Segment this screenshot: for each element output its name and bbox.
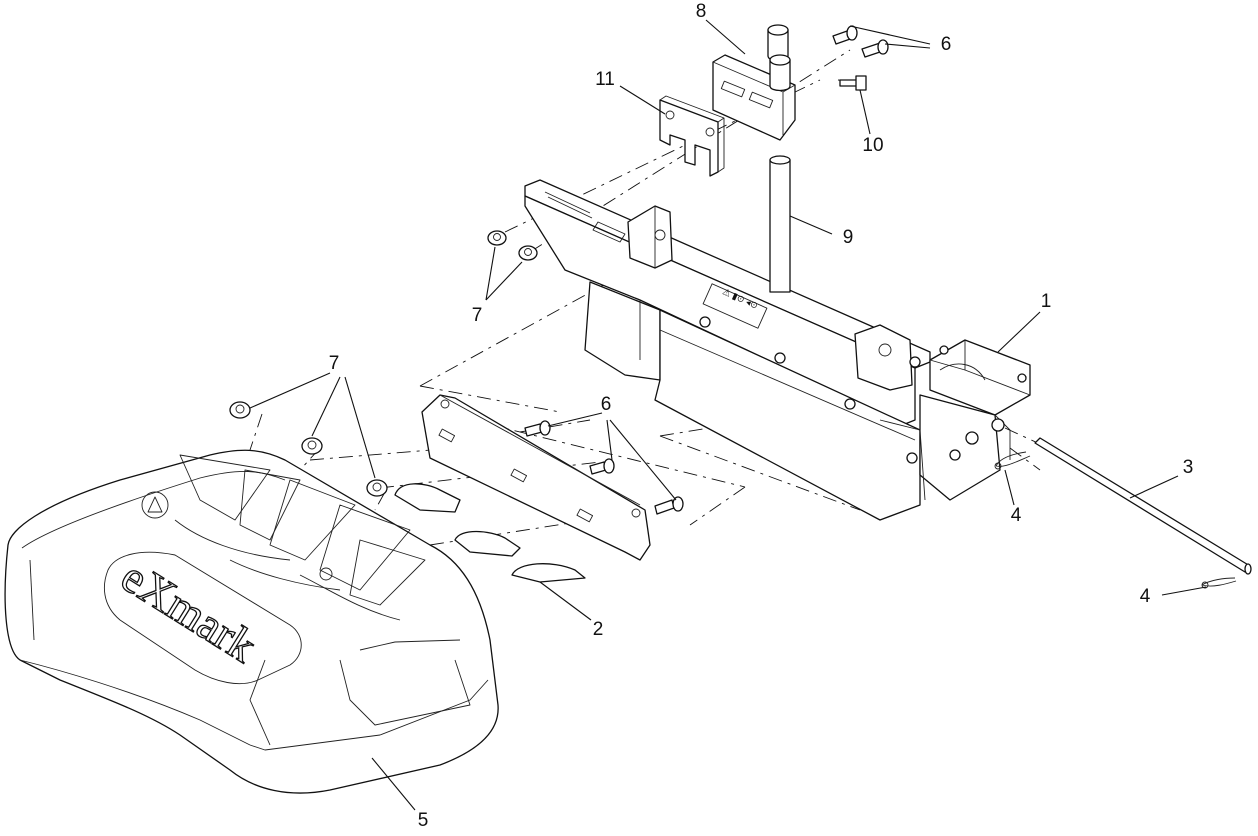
callout-4-lower: 4 <box>1140 586 1151 607</box>
callout-4-upper: 4 <box>1011 505 1022 526</box>
hitch-pin-3 <box>1034 437 1252 575</box>
tower-bracket-8 <box>712 24 796 141</box>
callout-10: 10 <box>862 135 883 156</box>
front-cover-5: eXmark <box>4 449 499 794</box>
callout-8: 8 <box>696 1 707 22</box>
hitch-frame: ⚠ ▮⊙ ◂⊙ <box>524 179 1031 521</box>
mounting-plate-2 <box>394 394 651 583</box>
callout-3: 3 <box>1183 457 1194 478</box>
bracket-11 <box>659 95 725 177</box>
flange-nuts-lower <box>229 401 388 497</box>
callout-7-upper: 7 <box>472 305 483 326</box>
leader-lines <box>249 19 1207 811</box>
callout-9: 9 <box>843 227 854 248</box>
callout-7-lower: 7 <box>329 353 340 374</box>
callout-labels: 1 2 3 4 4 5 6 6 7 7 8 9 10 11 <box>329 1 1194 831</box>
callout-11: 11 <box>595 69 615 90</box>
callout-6-lower: 6 <box>601 394 612 415</box>
flange-nuts-upper <box>487 230 538 261</box>
callout-6-upper: 6 <box>941 34 952 55</box>
callout-2: 2 <box>593 619 604 640</box>
bolts-lower <box>524 420 684 515</box>
bolts-top <box>832 25 889 91</box>
callout-5: 5 <box>418 810 429 831</box>
vertical-pin-9 <box>769 155 791 293</box>
hairpin-clips <box>994 451 1237 589</box>
callout-1: 1 <box>1041 291 1052 312</box>
